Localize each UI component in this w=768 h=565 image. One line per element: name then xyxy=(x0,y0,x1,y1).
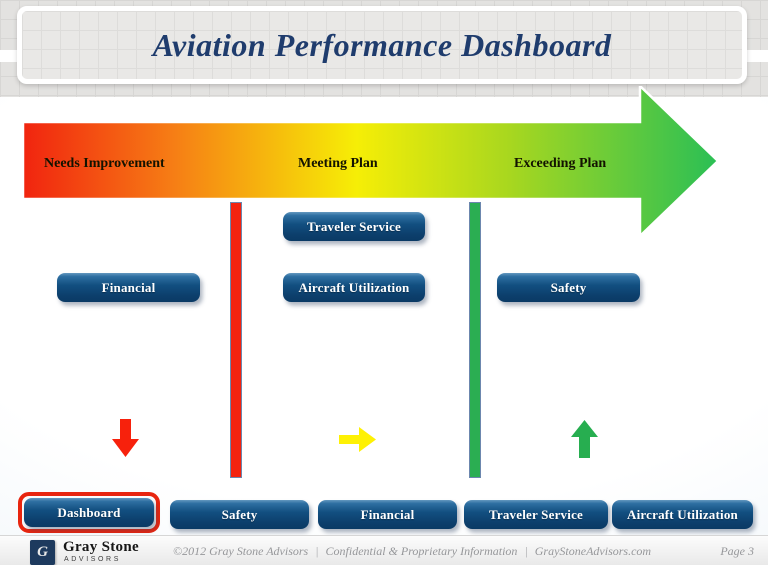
footer: G Gray Stone ADVISORS ©2012 Gray Stone A… xyxy=(0,535,768,565)
zone-divider-green xyxy=(469,202,481,478)
card-aircraft-utilization[interactable]: Aircraft Utilization xyxy=(283,273,425,302)
header-accent-strip-left xyxy=(0,50,22,62)
trend-flat-arrow-icon xyxy=(339,427,376,452)
card-safety[interactable]: Safety xyxy=(497,273,640,302)
card-traveler-service[interactable]: Traveler Service xyxy=(283,212,425,241)
page-title: Aviation Performance Dashboard xyxy=(152,26,612,63)
brand-name: Gray Stone xyxy=(63,539,139,555)
website-text: GrayStoneAdvisors.com xyxy=(534,544,652,558)
header-accent-strip-right xyxy=(744,50,768,62)
brand-logo-icon: G xyxy=(30,540,55,565)
card-financial[interactable]: Financial xyxy=(57,273,200,302)
title-frame: Aviation Performance Dashboard xyxy=(17,6,747,84)
footer-meta: ©2012 Gray Stone Advisors | Confidential &… xyxy=(173,544,651,559)
nav-button-aircraft-utilization[interactable]: Aircraft Utilization xyxy=(612,500,753,529)
copyright-text: ©2012 Gray Stone Advisors xyxy=(173,544,309,558)
nav-button-safety[interactable]: Safety xyxy=(170,500,309,529)
trend-down-arrow-icon xyxy=(112,419,139,457)
footer-separator: | xyxy=(315,544,319,558)
nav-button-dashboard[interactable]: Dashboard xyxy=(24,498,154,527)
trend-up-arrow-icon xyxy=(571,420,598,458)
zone-label-exceeding-plan: Exceeding Plan xyxy=(514,156,607,171)
zone-label-needs-improvement: Needs Improvement xyxy=(44,156,165,171)
zone-divider-red xyxy=(230,202,242,478)
gauge-arrow-shape xyxy=(23,86,718,236)
performance-gauge-arrow xyxy=(23,86,718,236)
page-number: Page 3 xyxy=(720,544,754,558)
footer-separator: | xyxy=(524,544,528,558)
nav-active-highlight: Dashboard xyxy=(18,492,160,533)
brand-subtitle: ADVISORS xyxy=(64,556,121,563)
confidential-text: Confidential & Proprietary Information xyxy=(325,544,518,558)
nav-button-financial[interactable]: Financial xyxy=(318,500,457,529)
slide-header: Aviation Performance Dashboard xyxy=(0,0,768,97)
zone-label-meeting-plan: Meeting Plan xyxy=(298,156,378,171)
nav-button-traveler-service[interactable]: Traveler Service xyxy=(464,500,608,529)
